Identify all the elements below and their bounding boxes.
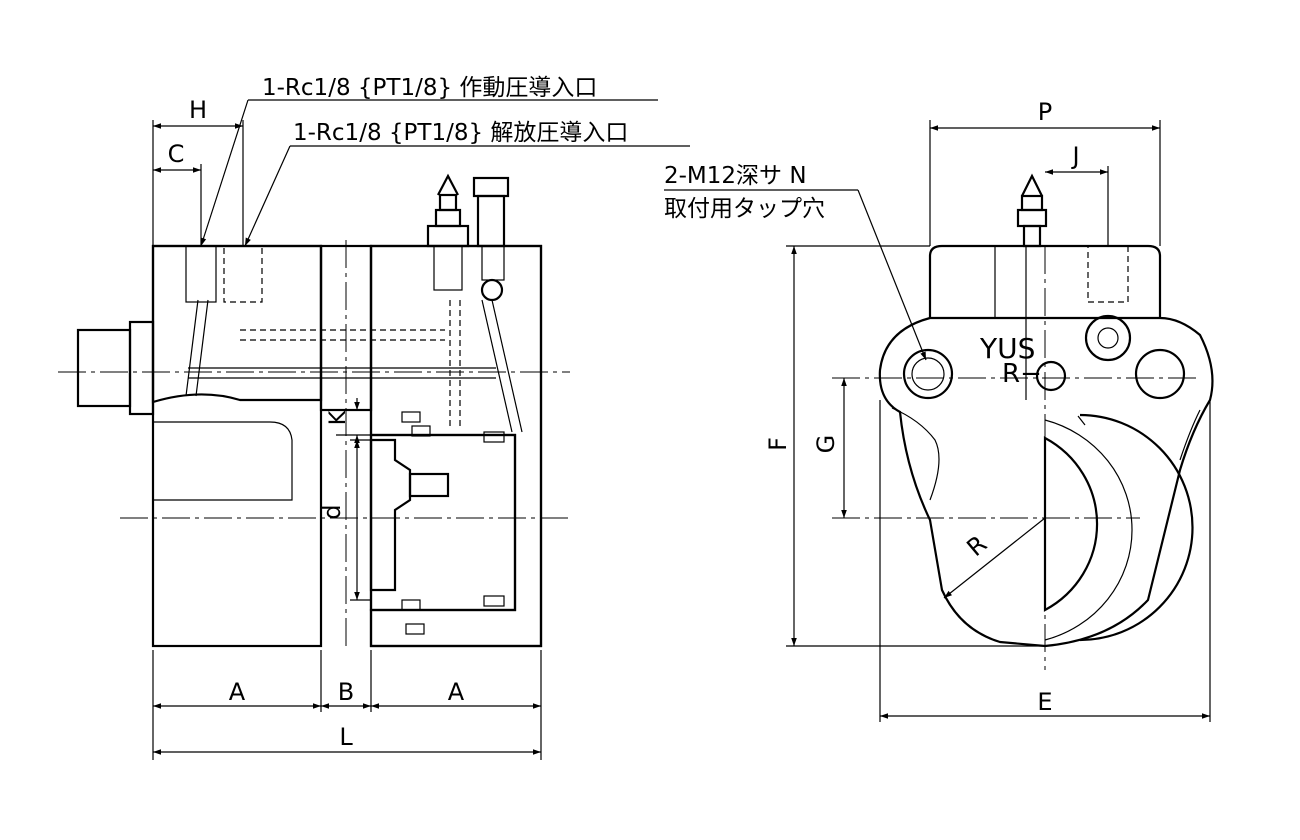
label-port-release: 1-Rc1/8 {PT1/8} 解放圧導入口 bbox=[293, 120, 628, 146]
label-mount-tap-sub: 取付用タップ穴 bbox=[664, 196, 825, 222]
fitting-boss bbox=[1084, 314, 1132, 362]
left-block bbox=[151, 244, 323, 648]
side-flange-inner bbox=[891, 407, 1201, 501]
side-port-hidden bbox=[1087, 245, 1129, 303]
dim-d: d bbox=[318, 504, 346, 519]
seal-top-1 bbox=[401, 411, 421, 423]
port-release bbox=[223, 245, 263, 303]
leader-release bbox=[244, 145, 291, 247]
leader-mount-tap bbox=[857, 189, 927, 361]
dim-p: P bbox=[1038, 98, 1052, 126]
oil-passage-upper bbox=[240, 329, 445, 341]
seal-bot-1 bbox=[401, 599, 421, 611]
oil-passage-vertical bbox=[449, 300, 461, 430]
dim-e: E bbox=[1037, 688, 1052, 716]
front-view-dimensions: H C 1-Rc1/8 {PT1/8} 作動圧導入口 1-Rc1/8 {PT1/… bbox=[152, 75, 690, 760]
dim-r: R bbox=[961, 530, 992, 562]
disc-section bbox=[1043, 436, 1099, 612]
seal-top-2 bbox=[411, 425, 431, 437]
label-port-actuation: 1-Rc1/8 {PT1/8} 作動圧導入口 bbox=[262, 75, 597, 101]
side-plug bbox=[76, 328, 132, 408]
friction-pad bbox=[369, 438, 412, 592]
fitting-right bbox=[472, 176, 510, 302]
side-view-dimensions: P J 2-M12深サ N 取付用タップ穴 F G E bbox=[664, 98, 1211, 722]
leader-actuation bbox=[200, 99, 249, 247]
brand-label: YUS bbox=[979, 332, 1035, 365]
dim-g: G bbox=[812, 435, 840, 454]
r-marker-circle bbox=[1035, 360, 1067, 392]
radius-leader bbox=[943, 517, 1046, 599]
piston bbox=[369, 433, 517, 612]
r-marker-label: R− bbox=[1002, 359, 1042, 389]
oil-passage-angled-2 bbox=[481, 299, 523, 433]
side-fitting bbox=[1016, 173, 1048, 400]
dim-c: C bbox=[168, 140, 185, 168]
piston-pin bbox=[408, 472, 450, 498]
oil-passage-horizontal bbox=[188, 367, 496, 379]
disc-ring bbox=[1079, 413, 1194, 642]
front-section-view bbox=[58, 173, 570, 650]
left-block-section bbox=[151, 244, 323, 404]
fitting-left bbox=[426, 173, 470, 291]
seal-bot-3 bbox=[483, 595, 505, 607]
dim-b: B bbox=[338, 678, 354, 706]
side-view: R YUS R− bbox=[832, 173, 1214, 670]
dim-k: K bbox=[326, 410, 351, 425]
dim-j: J bbox=[1070, 142, 1079, 170]
dim-l: L bbox=[339, 723, 353, 751]
dim-a-left: A bbox=[229, 678, 246, 706]
seal-bot-2 bbox=[405, 623, 425, 635]
seal-top-3 bbox=[483, 431, 505, 443]
port-actuation bbox=[185, 245, 217, 303]
mount-hole-right bbox=[1134, 348, 1186, 400]
dim-h: H bbox=[189, 96, 207, 124]
mount-hole-left bbox=[902, 348, 954, 400]
dim-f: F bbox=[764, 437, 792, 451]
left-block-recess bbox=[153, 421, 293, 501]
dim-a-right: A bbox=[448, 678, 465, 706]
oil-passage-angled-1 bbox=[185, 299, 209, 397]
side-flange bbox=[878, 316, 1214, 648]
label-mount-tap: 2-M12深サ N bbox=[664, 163, 807, 189]
side-plug-neck bbox=[128, 320, 155, 416]
